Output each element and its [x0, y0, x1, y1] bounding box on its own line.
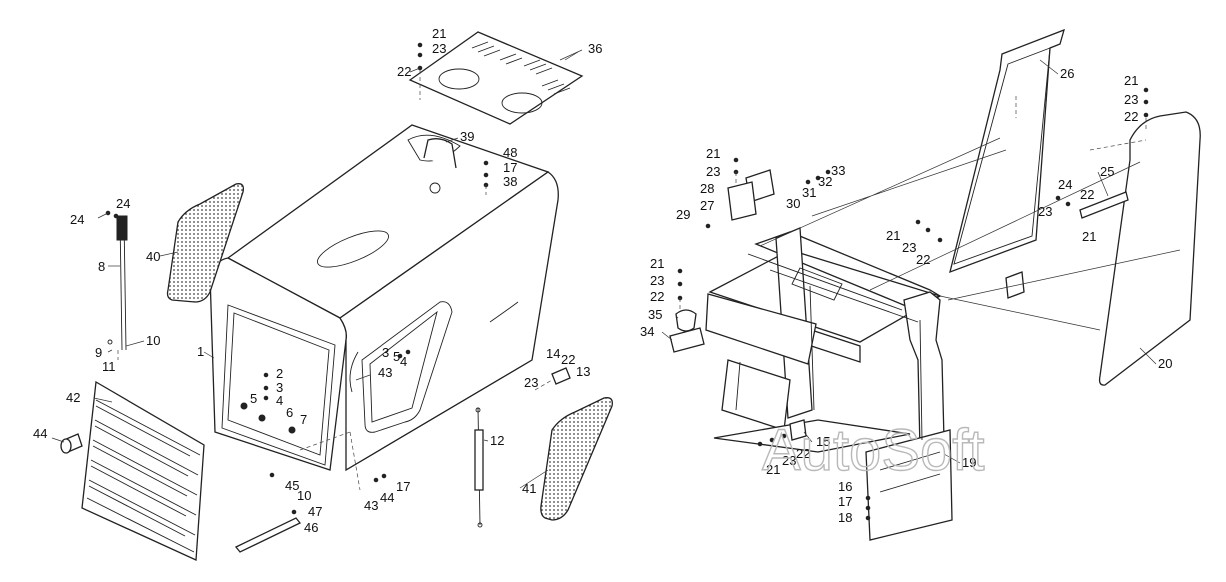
- callout-8: 8: [98, 259, 105, 274]
- callout-21: 21: [650, 256, 664, 271]
- callout-23: 23: [524, 375, 538, 390]
- stay-bar: [234, 517, 302, 553]
- callout-43: 43: [378, 365, 392, 380]
- callout-19: 19: [962, 455, 976, 470]
- callout-10: 10: [146, 333, 160, 348]
- callout-2: 2: [276, 366, 283, 381]
- callout-39: 39: [460, 129, 474, 144]
- callout-18: 18: [838, 510, 852, 525]
- latch-bracket: [551, 367, 571, 385]
- callout-43: 43: [364, 498, 378, 513]
- callout-36: 36: [588, 41, 602, 56]
- callout-24: 24: [70, 212, 84, 227]
- callout-16: 16: [838, 479, 852, 494]
- callout-24: 24: [1058, 177, 1072, 192]
- callout-4: 4: [400, 354, 407, 369]
- callout-26: 26: [1060, 66, 1074, 81]
- callout-21: 21: [766, 462, 780, 477]
- callout-35: 35: [648, 307, 662, 322]
- callout-30: 30: [786, 196, 800, 211]
- callout-48: 48: [503, 145, 517, 160]
- callout-4: 4: [276, 393, 283, 408]
- watermark: AutoSoft: [762, 418, 984, 483]
- callout-23: 23: [782, 453, 796, 468]
- callout-33: 33: [831, 163, 845, 178]
- callout-41: 41: [522, 481, 536, 496]
- callout-17: 17: [503, 160, 517, 175]
- callout-23: 23: [650, 273, 664, 288]
- callout-3: 3: [382, 345, 389, 360]
- callout-21: 21: [432, 26, 446, 41]
- callout-38: 38: [503, 174, 517, 189]
- callout-29: 29: [676, 207, 690, 222]
- callout-9: 9: [95, 345, 102, 360]
- callout-24: 24: [116, 196, 130, 211]
- callout-5: 5: [393, 349, 400, 364]
- callout-17: 17: [396, 479, 410, 494]
- callout-13: 13: [576, 364, 590, 379]
- fasteners-left: [105, 42, 489, 515]
- callout-23: 23: [902, 240, 916, 255]
- callout-44: 44: [380, 490, 394, 505]
- callout-7: 7: [300, 412, 307, 427]
- callout-23: 23: [432, 41, 446, 56]
- callout-23: 23: [1124, 92, 1138, 107]
- callout-1: 1: [197, 344, 204, 359]
- callout-3: 3: [276, 380, 283, 395]
- callout-15: 15: [816, 434, 830, 449]
- mesh-grille-lower: [540, 397, 613, 521]
- callout-14: 14: [546, 346, 560, 361]
- callout-44: 44: [33, 426, 47, 441]
- callout-11: 11: [102, 359, 116, 374]
- callout-20: 20: [1158, 356, 1172, 371]
- callout-21: 21: [1124, 73, 1138, 88]
- callout-27: 27: [700, 198, 714, 213]
- callout-22: 22: [397, 64, 411, 79]
- callout-22: 22: [561, 352, 575, 367]
- callout-40: 40: [146, 249, 160, 264]
- callout-22: 22: [796, 446, 810, 461]
- callout-25: 25: [1100, 164, 1114, 179]
- louvre-panel: [81, 380, 205, 561]
- cab-body: [209, 124, 559, 472]
- callout-22: 22: [650, 289, 664, 304]
- callout-22: 22: [916, 252, 930, 267]
- knob: [60, 433, 83, 454]
- callout-23: 23: [1038, 204, 1052, 219]
- callout-21: 21: [886, 228, 900, 243]
- callout-21: 21: [1082, 229, 1096, 244]
- roof-plate: [408, 31, 584, 125]
- mesh-grille-upper: [166, 183, 244, 303]
- fasteners-right: [677, 87, 1149, 521]
- callout-28: 28: [700, 181, 714, 196]
- grab-handle: [423, 138, 457, 169]
- callout-10: 10: [297, 488, 311, 503]
- callout-21: 21: [706, 146, 720, 161]
- callout-42: 42: [66, 390, 80, 405]
- callout-47: 47: [308, 504, 322, 519]
- callout-23: 23: [706, 164, 720, 179]
- support-rod: [107, 215, 128, 351]
- callout-46: 46: [304, 520, 318, 535]
- callout-6: 6: [286, 405, 293, 420]
- callout-17: 17: [838, 494, 852, 509]
- callout-22: 22: [1124, 109, 1138, 124]
- callout-31: 31: [802, 185, 816, 200]
- callout-12: 12: [490, 433, 504, 448]
- callout-22: 22: [1080, 187, 1094, 202]
- callout-45: 45: [285, 478, 299, 493]
- callout-32: 32: [818, 174, 832, 189]
- callout-34: 34: [640, 324, 654, 339]
- callout-5: 5: [250, 391, 257, 406]
- gas-strut: [474, 407, 484, 528]
